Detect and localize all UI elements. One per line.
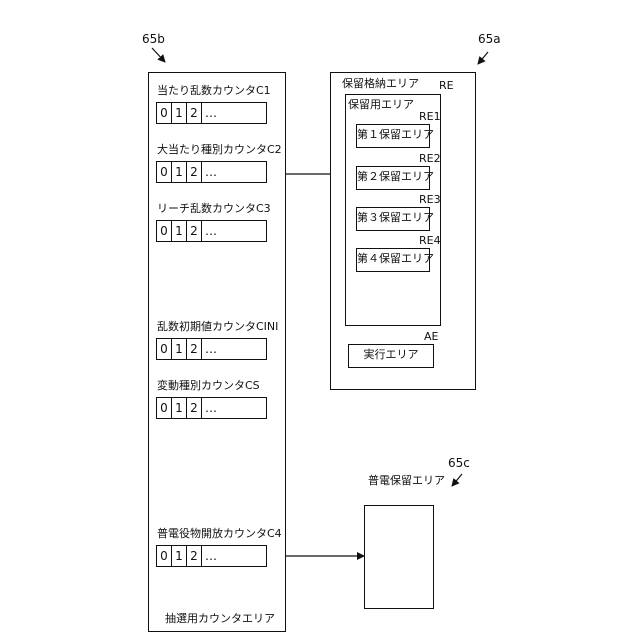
counter-cell: 2 <box>187 546 202 566</box>
counter-cell: 0 <box>157 162 172 182</box>
counter-c4: 0 1 2 … <box>156 545 267 567</box>
counter-cell: 2 <box>187 339 202 359</box>
counter-cell: 2 <box>187 398 202 418</box>
hold-tag-re4: RE4 <box>419 234 441 247</box>
counter-cell: 2 <box>187 103 202 123</box>
counter-label-c1: 当たり乱数カウンタC1 <box>157 84 271 97</box>
hold-storage-tag: RE <box>439 79 454 92</box>
ref-65b-arrow <box>152 48 165 62</box>
ref-65a-arrow <box>478 52 488 64</box>
counter-c2: 0 1 2 … <box>156 161 267 183</box>
counter-label-c2: 大当たり種別カウンタC2 <box>157 143 282 156</box>
counter-label-cini: 乱数初期値カウンタCINI <box>157 320 278 333</box>
hold-tag-re2: RE2 <box>419 152 441 165</box>
hold-tag-re1: RE1 <box>419 110 441 123</box>
ref-label-65c: 65c <box>448 456 470 470</box>
counter-cell: 0 <box>157 103 172 123</box>
futsuden-hold-box <box>364 505 434 609</box>
counter-ellipsis: … <box>202 339 266 359</box>
counter-cell: 1 <box>172 221 187 241</box>
counter-ellipsis: … <box>202 103 266 123</box>
counter-ellipsis: … <box>202 398 266 418</box>
counter-c1: 0 1 2 … <box>156 102 267 124</box>
hold-box-re4: 第４保留エリア <box>356 248 430 272</box>
ref-label-65a: 65a <box>478 32 501 46</box>
counter-cell: 0 <box>157 398 172 418</box>
counter-ellipsis: … <box>202 546 266 566</box>
hold-box-re3: 第３保留エリア <box>356 207 430 231</box>
counter-cell: 2 <box>187 221 202 241</box>
counter-cell: 0 <box>157 546 172 566</box>
ref-label-65b: 65b <box>142 32 165 46</box>
counter-cini: 0 1 2 … <box>156 338 267 360</box>
counter-cell: 0 <box>157 339 172 359</box>
hold-tag-re3: RE3 <box>419 193 441 206</box>
hold-storage-title: 保留格納エリア <box>342 77 419 90</box>
counter-ellipsis: … <box>202 162 266 182</box>
counter-cell: 1 <box>172 339 187 359</box>
counter-label-cs: 変動種別カウンタCS <box>157 379 260 392</box>
counter-cs: 0 1 2 … <box>156 397 267 419</box>
counter-cell: 2 <box>187 162 202 182</box>
hold-box-re2: 第２保留エリア <box>356 166 430 190</box>
futsuden-hold-title: 普電保留エリア <box>368 474 445 487</box>
counter-c3: 0 1 2 … <box>156 220 267 242</box>
counter-cell: 1 <box>172 398 187 418</box>
counter-ellipsis: … <box>202 221 266 241</box>
counter-label-c4: 普電役物開放カウンタC4 <box>157 527 282 540</box>
counter-label-c3: リーチ乱数カウンタC3 <box>157 202 271 215</box>
counter-cell: 1 <box>172 546 187 566</box>
counter-cell: 1 <box>172 103 187 123</box>
counter-cell: 0 <box>157 221 172 241</box>
hold-area-title: 保留用エリア <box>348 98 414 111</box>
counter-area-footer: 抽選用カウンタエリア <box>165 612 275 625</box>
hold-box-re1: 第１保留エリア <box>356 124 430 148</box>
exec-area-tag: AE <box>424 330 438 343</box>
exec-area-box: 実行エリア <box>348 344 434 368</box>
counter-cell: 1 <box>172 162 187 182</box>
ref-65c-arrow <box>452 474 462 486</box>
